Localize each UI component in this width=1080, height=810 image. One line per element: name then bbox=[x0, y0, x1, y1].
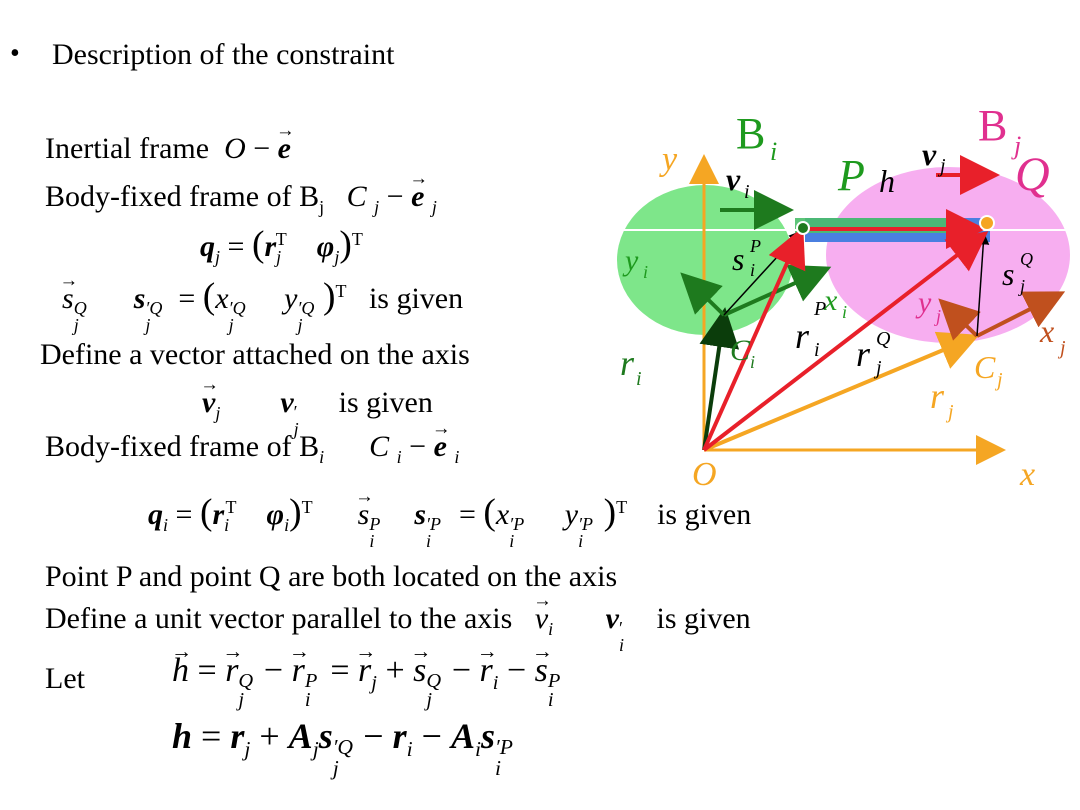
label-yj: y bbox=[915, 286, 932, 319]
label-xj-sub: j bbox=[1057, 337, 1066, 359]
label-sjQ-sup: Q bbox=[1020, 249, 1033, 269]
riP-arrow bbox=[702, 226, 806, 451]
label-rj: r bbox=[930, 376, 945, 416]
rjQ-arrow bbox=[702, 231, 989, 452]
label-riP-sub: i bbox=[814, 339, 820, 361]
label-Ci: C bbox=[730, 334, 751, 367]
label-sjQ: s bbox=[1002, 256, 1014, 292]
body-fixed-frame-j-label: Body-fixed frame of B bbox=[45, 180, 320, 213]
body-fixed-frame-j-line: Body-fixed frame of Bj C j − e j bbox=[45, 180, 437, 217]
label-rjQ: r bbox=[856, 334, 871, 374]
define-axis-vector: Define a vector attached on the axis bbox=[40, 338, 470, 371]
constraint-diagram: B i B j v j Q P h v i y x O y i x i r i … bbox=[600, 110, 1080, 493]
slide-heading: Description of the constraint bbox=[52, 38, 395, 71]
body-fixed-frame-i-label: Body-fixed frame of B bbox=[45, 430, 320, 463]
yj-axis bbox=[938, 298, 981, 341]
qj-equation: qj = (rjT φj)T bbox=[200, 224, 363, 267]
label-yi: y bbox=[622, 244, 639, 277]
label-riP: r bbox=[795, 316, 810, 356]
label-ri-sub: i bbox=[636, 368, 642, 390]
is-given-siP: is given bbox=[657, 498, 752, 531]
label-Bi: B bbox=[736, 110, 765, 158]
label-riP-sup: P bbox=[813, 298, 826, 320]
label-sjQ-sub: j bbox=[1018, 276, 1025, 296]
points-on-axis: Point P and point Q are both located on … bbox=[45, 560, 618, 593]
label-Cj-sub: j bbox=[994, 369, 1003, 391]
label-vj-sub: j bbox=[937, 155, 946, 177]
label-vj: v bbox=[922, 136, 937, 172]
unit-vector-line: Define a unit vector parallel to the axi… bbox=[45, 602, 751, 655]
define-unit-vector: Define a unit vector parallel to the axi… bbox=[45, 602, 513, 635]
label-x: x bbox=[1019, 456, 1035, 493]
label-siP-sub: i bbox=[750, 260, 755, 280]
label-rjQ-sub: j bbox=[873, 357, 882, 379]
label-Bi-sub: i bbox=[770, 137, 777, 166]
label-siP: s bbox=[732, 241, 744, 277]
is-given-sjQ: is given bbox=[368, 282, 464, 315]
h-vector-equation: h = rQj − rPi = rj + sQj − ri − sPi bbox=[172, 654, 565, 711]
label-P: P bbox=[837, 151, 865, 200]
label-Bj-sub: j bbox=[1011, 131, 1021, 160]
label-xj: x bbox=[1039, 313, 1054, 349]
label-xi: x bbox=[823, 284, 838, 317]
bullet: • bbox=[10, 38, 20, 69]
label-h: h bbox=[879, 163, 895, 199]
label-rj-sub: j bbox=[945, 401, 954, 423]
label-Ci-sub: i bbox=[750, 352, 755, 372]
label-yi-sub: i bbox=[643, 262, 648, 282]
label-ri: r bbox=[620, 343, 635, 383]
let-label: Let bbox=[45, 662, 85, 695]
label-vi-sub: i bbox=[744, 181, 750, 203]
label-Bj: B bbox=[978, 110, 1007, 150]
vj-line: vj v′j is given bbox=[202, 386, 433, 439]
label-xi-sub: i bbox=[842, 302, 847, 322]
label-yj-sub: j bbox=[934, 306, 941, 326]
ri-arrow bbox=[699, 307, 740, 451]
point-q bbox=[979, 215, 995, 231]
label-vi: v bbox=[726, 161, 741, 197]
rj-arrow bbox=[703, 331, 980, 452]
label-rjQ-sup: Q bbox=[876, 328, 891, 350]
inertial-frame-label: Inertial frame bbox=[45, 132, 210, 165]
is-given-vj: is given bbox=[338, 386, 433, 419]
qi-line: qi = (riT φi)T sPi s′Pi = (x′Pi y′Pi)T i… bbox=[148, 494, 752, 550]
point-p bbox=[796, 221, 810, 235]
is-given-vi: is given bbox=[656, 602, 751, 635]
label-Q: Q bbox=[1015, 148, 1050, 201]
sjQ-line: sQj s′Qj = (x′Qj y′Qj)T is given bbox=[62, 278, 464, 334]
label-O: O bbox=[692, 456, 717, 493]
label-siP-sup: P bbox=[749, 236, 761, 256]
label-Cj: C bbox=[974, 349, 996, 385]
inertial-frame-line: Inertial frame O − e bbox=[45, 134, 291, 164]
label-y: y bbox=[659, 141, 678, 178]
xj-axis bbox=[976, 291, 1066, 338]
body-fixed-frame-i-line: Body-fixed frame of Bi C i − e i bbox=[45, 430, 459, 467]
yi-axis bbox=[680, 272, 726, 317]
